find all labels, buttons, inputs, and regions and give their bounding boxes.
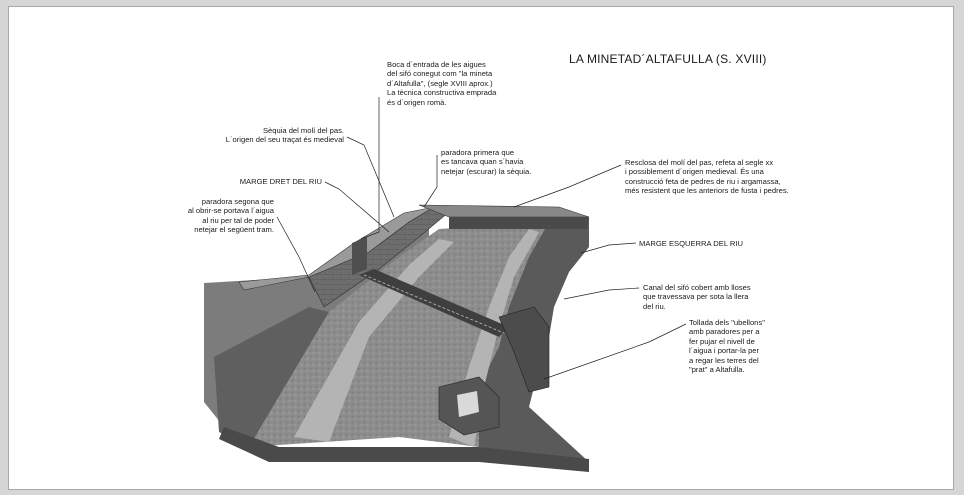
canal-wall-top — [238, 206, 435, 291]
label-paradora-primera: paradora primera que es tancava quan s´h… — [441, 148, 532, 176]
river-stripe-1 — [294, 239, 454, 442]
label-marge-esquerra: MARGE ESQUERRA DEL RIU — [639, 239, 743, 248]
siphon-channel — [359, 269, 509, 337]
label-resclosa: Resclosa del molí del pas, refeta al seg… — [625, 158, 789, 196]
minetad-illustration — [204, 97, 687, 472]
dam-front — [449, 217, 589, 229]
entrance-block — [352, 237, 367, 275]
label-marge-dret: MARGE DRET DEL RIU — [239, 177, 322, 186]
label-canal-sifo: Canal del sifó cobert amb lloses que tra… — [643, 283, 751, 311]
left-base — [214, 307, 329, 447]
dam-top — [418, 204, 590, 218]
tollada-wall — [498, 306, 550, 393]
diagram-frame: LA MINETAD´ALTAFULLA (S. XVIII) Boca d´e… — [8, 6, 954, 490]
label-tollada: Tollada dels "ubellons" amb paradores pe… — [689, 318, 765, 375]
tollada-inner — [457, 391, 479, 417]
label-boca-entrada: Boca d´entrada de les aigues del sifó co… — [387, 60, 497, 107]
label-sequia-moli: Sèquia del molí del pas. L´origen del se… — [225, 126, 344, 145]
diagram-title: LA MINETAD´ALTAFULLA (S. XVIII) — [569, 52, 767, 66]
leader-lines — [276, 97, 687, 380]
foreground-slab — [219, 427, 589, 472]
label-paradora-segona: paradora segona que al obrir-se portava … — [187, 197, 274, 235]
